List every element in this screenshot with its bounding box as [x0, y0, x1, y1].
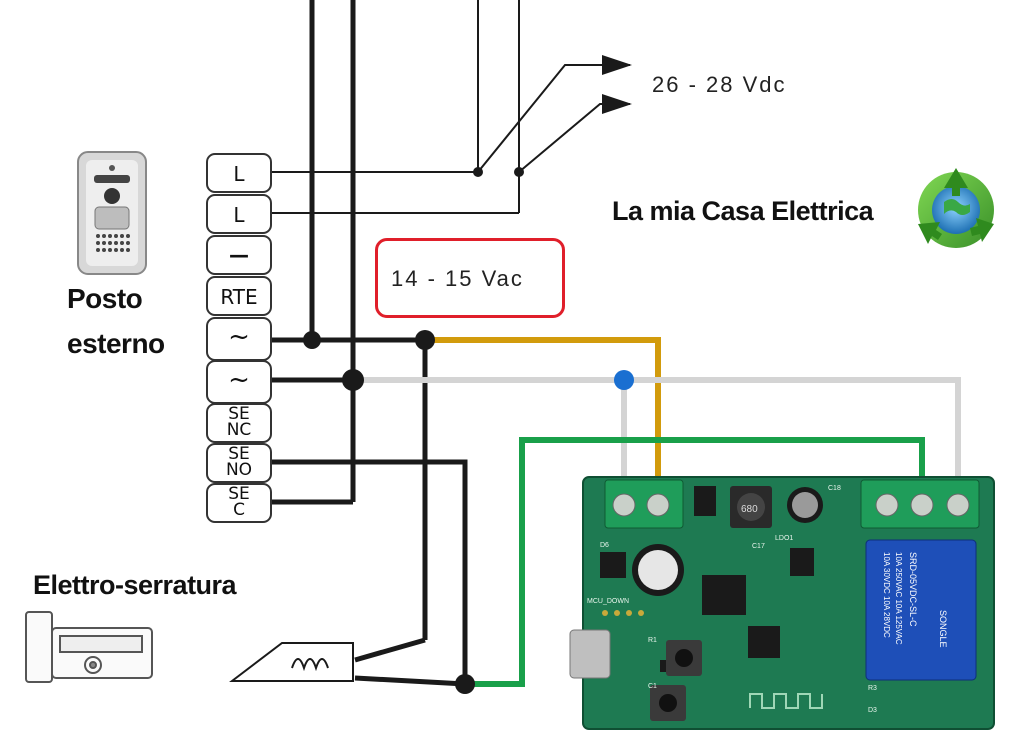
terminal-label-L2: L [233, 203, 245, 227]
relay-rating-1: 10A 250VAC 10A 125VAC [894, 552, 903, 645]
pcb-label: D6 [600, 542, 609, 549]
relay-brand: SONGLE [938, 610, 948, 648]
ac-voltage-box [375, 238, 565, 318]
outdoor-station-label-2: esterno [67, 328, 165, 359]
lock-coil-symbol [229, 642, 354, 682]
bus-wires [309, 0, 356, 502]
electric-lock-icon [25, 611, 153, 683]
terminal-label-SENC-2: NC [226, 420, 252, 440]
green-wire [465, 437, 925, 687]
dc-voltage-label: 26 - 28 Vdc [652, 72, 787, 97]
terminal-label-SEC-1: SE [228, 484, 250, 504]
terminal-label-SENO-1: SE [228, 444, 250, 464]
terminal-label-RTE: RTE [220, 285, 258, 309]
lock-label: Elettro-serratura [33, 570, 237, 600]
pcb-label: MCU_DOWN [587, 598, 629, 605]
ac-voltage-label: 14 - 15 Vac [391, 266, 524, 291]
terminal-label-ac2: ~ [228, 365, 250, 395]
relay-model: SRD-05VDC-SL-C [908, 552, 918, 627]
recycle-globe-icon [918, 168, 994, 248]
blue-junction [614, 370, 634, 390]
pcb-label: C1 [648, 683, 657, 690]
outdoor-station-label-1: Posto [67, 283, 143, 314]
pcb-label: R1 [648, 637, 657, 644]
terminal-label-ac1: ~ [228, 322, 250, 352]
relay-rating-2: 10A 30VDC 10A 28VDC [882, 552, 891, 638]
ac-black-wires [272, 337, 468, 687]
dc-wires [272, 0, 630, 214]
terminal-block [206, 153, 272, 523]
terminal-label-L1: L [233, 162, 245, 186]
brand-title: La mia Casa Elettrica [612, 196, 874, 226]
terminal-label-SENC-1: SE [228, 404, 250, 424]
dc-arrows [473, 55, 632, 177]
pcb-label: C18 [828, 485, 841, 492]
pcb-label: D3 [868, 707, 877, 714]
junctions [303, 330, 634, 694]
orange-wire [425, 337, 661, 505]
pcb-label: C17 [752, 543, 765, 550]
pcb-label: LDO1 [775, 535, 793, 542]
terminal-label-SEC-2: C [233, 500, 245, 520]
terminal-label-minus: — [229, 243, 249, 267]
inductor-label: 680 [741, 504, 758, 515]
relay-module [569, 476, 995, 730]
pcb-label: R3 [868, 685, 877, 692]
intercom-panel-icon [77, 151, 147, 275]
terminal-label-SENO-2: NO [225, 460, 253, 480]
